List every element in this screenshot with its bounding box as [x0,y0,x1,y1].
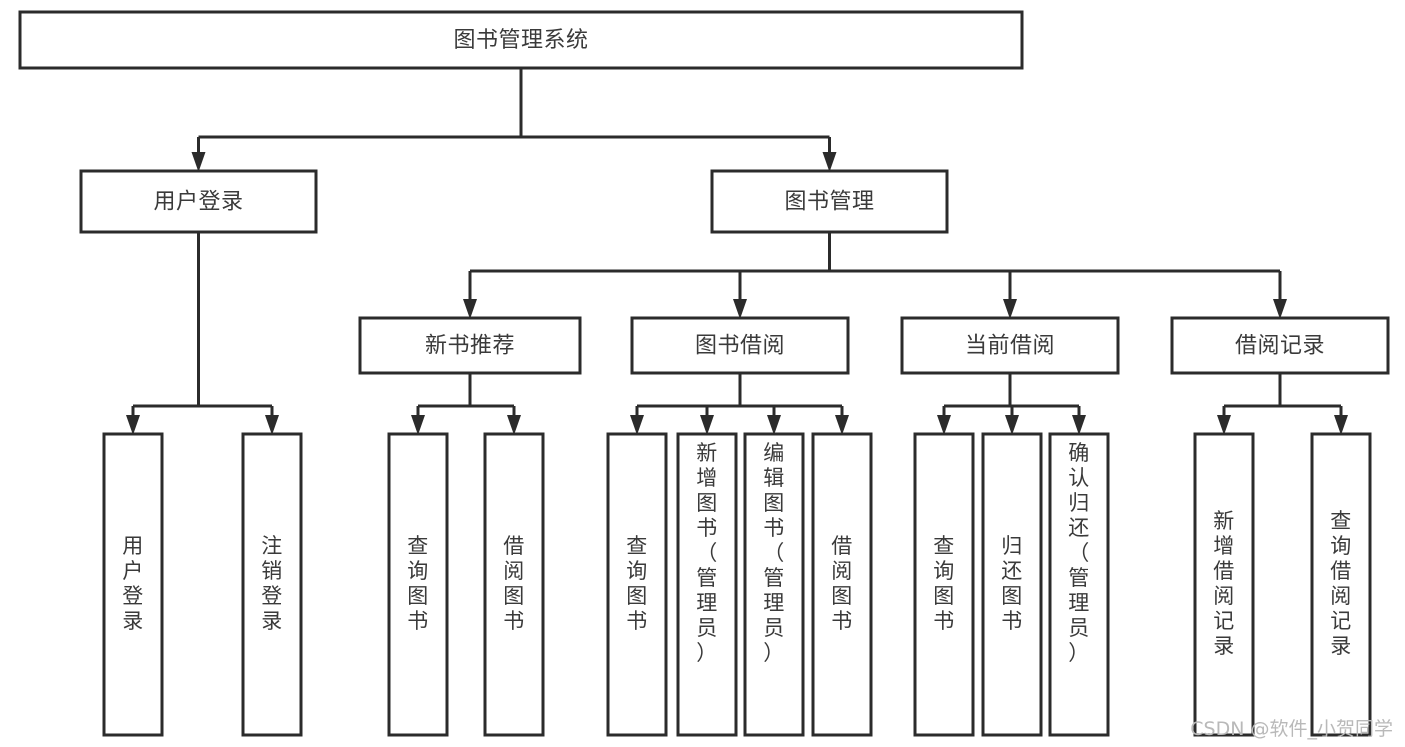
node-box[interactable] [913,432,975,737]
node-leaf-user-login[interactable]: 用户登录 [102,432,164,737]
edge-arrowhead [822,152,837,172]
edge-arrowhead [1072,415,1086,435]
node-label: 查询借阅记录 [1330,509,1352,658]
node-leaf-add-record[interactable]: 新增借阅记录 [1193,432,1255,737]
node-bookmgmt[interactable]: 图书管理 [710,169,949,234]
node-box[interactable] [630,316,850,375]
node-box[interactable] [1310,432,1372,737]
node-box[interactable] [676,432,738,737]
node-label: 编辑图书（管理员） [763,441,785,665]
node-box[interactable] [483,432,545,737]
edge-arrowhead [767,415,781,435]
node-leaf-confirm-return[interactable]: 确认归还（管理员） [1048,432,1110,737]
node-label: 新增图书（管理员） [696,441,718,665]
edge-arrowhead [411,415,425,435]
node-label: 图书管理系统 [453,28,588,53]
node-box[interactable] [79,169,318,234]
node-leaf-user-logout[interactable]: 注销登录 [241,432,303,737]
edge-arrowhead [630,415,644,435]
node-label: 新书推荐 [425,334,515,359]
edge-arrowhead [1217,415,1231,435]
node-leaf-add-book[interactable]: 新增图书（管理员） [676,432,738,737]
node-login[interactable]: 用户登录 [79,169,318,234]
node-leaf-edit-book[interactable]: 编辑图书（管理员） [743,432,805,737]
node-leaf-query-book-1[interactable]: 查询图书 [387,432,449,737]
node-label: 注销登录 [261,534,283,633]
node-leaf-return-book[interactable]: 归还图书 [981,432,1043,737]
node-label: 图书管理 [784,190,874,215]
node-box[interactable] [900,316,1120,375]
edge-arrowhead [1003,299,1017,319]
node-leaf-query-book-3[interactable]: 查询图书 [913,432,975,737]
node-records[interactable]: 借阅记录 [1170,316,1390,375]
node-borrow[interactable]: 图书借阅 [630,316,850,375]
node-label: 图书借阅 [695,334,785,359]
node-label: 借阅记录 [1235,334,1325,359]
node-label: 归还图书 [1001,534,1023,633]
node-current[interactable]: 当前借阅 [900,316,1120,375]
node-box[interactable] [1048,432,1110,737]
node-box[interactable] [18,10,1024,70]
node-label: 用户登录 [153,190,243,215]
node-label: 新增借阅记录 [1213,509,1235,658]
edge-arrowhead [126,415,140,435]
edge-arrowhead [1005,415,1019,435]
node-box[interactable] [241,432,303,737]
edge-arrowhead [191,152,206,172]
edges-layer [126,68,1348,435]
edge-arrowhead [733,299,747,319]
node-box[interactable] [358,316,582,375]
node-box[interactable] [811,432,873,737]
node-label: 用户登录 [122,534,144,633]
node-leaf-query-record[interactable]: 查询借阅记录 [1310,432,1372,737]
edge-arrowhead [463,299,477,319]
node-box[interactable] [743,432,805,737]
node-box[interactable] [1170,316,1390,375]
node-box[interactable] [981,432,1043,737]
node-label: 确认归还（管理员） [1068,441,1090,665]
node-label: 当前借阅 [965,334,1055,359]
node-leaf-borrow-book-2[interactable]: 借阅图书 [811,432,873,737]
edge-arrowhead [937,415,951,435]
node-box[interactable] [387,432,449,737]
node-label: 查询图书 [407,534,429,633]
node-label: 查询图书 [626,534,648,633]
node-box[interactable] [710,169,949,234]
node-label: 借阅图书 [503,534,525,633]
edge-arrowhead [835,415,849,435]
node-newbook[interactable]: 新书推荐 [358,316,582,375]
node-leaf-borrow-book-1[interactable]: 借阅图书 [483,432,545,737]
node-leaf-query-book-2[interactable]: 查询图书 [606,432,668,737]
node-box[interactable] [102,432,164,737]
node-box[interactable] [1193,432,1255,737]
node-root[interactable]: 图书管理系统 [18,10,1024,70]
nodes-layer: 图书管理系统用户登录图书管理新书推荐图书借阅当前借阅借阅记录用户登录注销登录查询… [18,10,1390,737]
edge-arrowhead [1273,299,1287,319]
node-box[interactable] [606,432,668,737]
node-label: 查询图书 [933,534,955,633]
edge-arrowhead [700,415,714,435]
edge-arrowhead [1334,415,1348,435]
edge-arrowhead [265,415,279,435]
node-label: 借阅图书 [831,534,853,633]
edge-arrowhead [507,415,521,435]
